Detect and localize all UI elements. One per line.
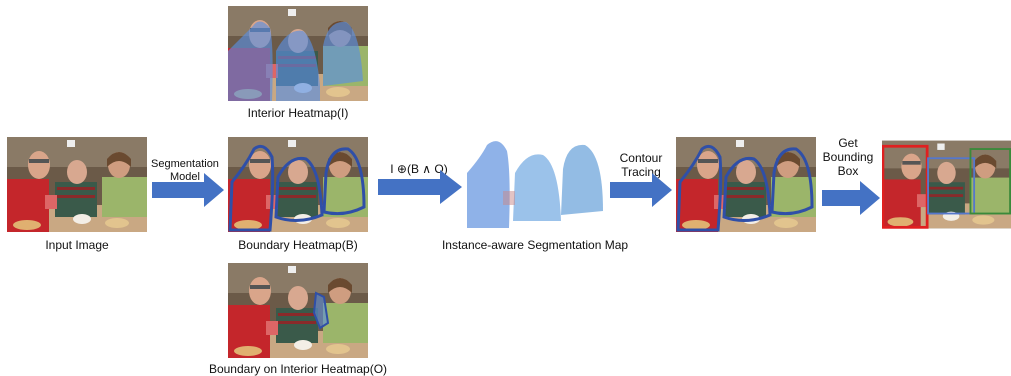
input-image-photo (7, 137, 147, 232)
bounding-box-photo (882, 140, 1011, 229)
contour-tracing-arrow (610, 173, 672, 207)
formula-arrow (378, 170, 462, 204)
bounding-box-label: Get Bounding Box (822, 136, 874, 178)
segmentation-arrow (152, 173, 224, 207)
bbox-line-1: Get (838, 136, 858, 150)
input-image-label: Input Image (45, 238, 109, 252)
contour-tracing-label: Contour Tracing (606, 151, 676, 179)
boundary-heatmap-label: Boundary Heatmap(B) (238, 238, 358, 252)
contour-traced-photo (676, 137, 816, 232)
boundary-heatmap-photo (228, 137, 368, 232)
boundary-on-interior-photo (228, 263, 368, 358)
segmentation-model-label: Segmentation Model (150, 158, 220, 184)
bbox-line-2: Bounding (822, 150, 874, 164)
segmentation-line-1: Segmentation (151, 158, 219, 170)
interior-heatmap-label: Interior Heatmap(I) (247, 106, 349, 120)
interior-heatmap-photo (228, 6, 368, 101)
segmentation-line-2: Model (170, 171, 200, 183)
contour-line-1: Contour (619, 151, 663, 165)
instance-map-label: Instance-aware Segmentation Map (441, 238, 629, 252)
bbox-line-3: Box (837, 164, 859, 178)
contour-line-2: Tracing (621, 165, 661, 179)
instance-map-photo (465, 133, 605, 228)
bounding-box-arrow (822, 181, 880, 215)
formula-label: I ⊕(B ∧ O) (390, 162, 448, 176)
boundary-on-interior-label: Boundary on Interior Heatmap(O) (208, 362, 388, 376)
